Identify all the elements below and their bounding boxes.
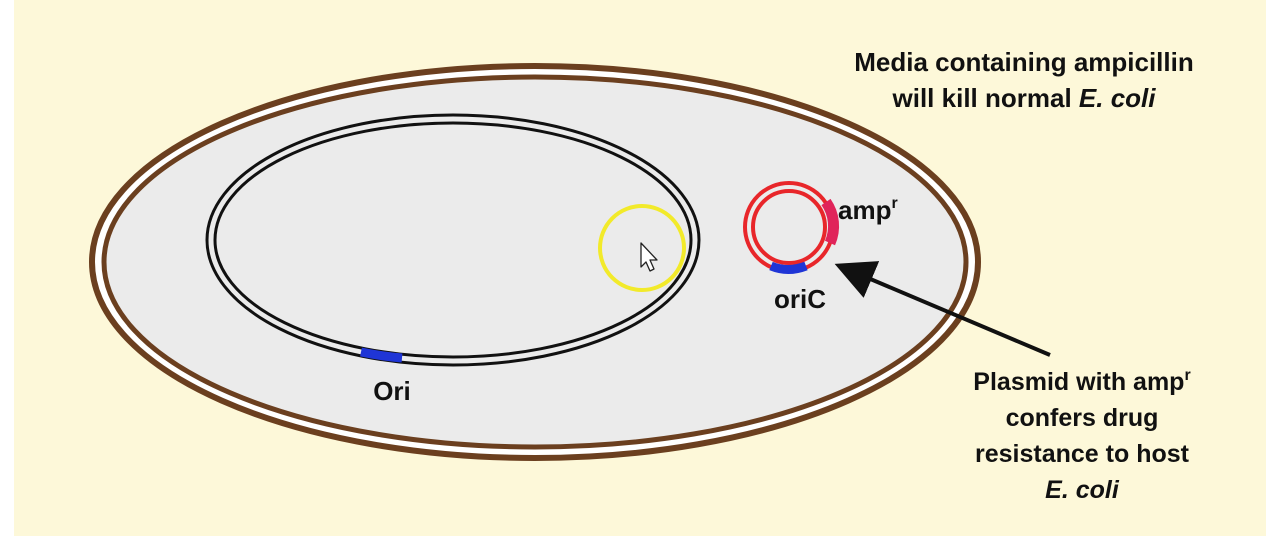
chromosome-origin-label: Ori [373,376,411,406]
plasmid-note-line1: Plasmid with ampr [973,367,1190,396]
chromosome-inner-strand [213,121,693,359]
mouse-pointer-icon [640,242,658,272]
cell-inner-membrane [101,74,969,450]
cursor-highlight [598,204,686,292]
plasmid-origin-label: oriC [774,284,826,314]
plasmid-note-line2: confers drug [1006,404,1159,432]
plasmid-ampr-gene [821,198,840,246]
plasmid-origin-marker [769,261,808,274]
chromosome-outer-strand [205,113,701,367]
plasmid-note-line3: resistance to host [975,440,1190,468]
plasmid-note-line4: E. coli [1045,476,1120,504]
plasmid-inner-ring [751,189,827,265]
arrow-icon [834,261,1051,357]
plasmid-gene-label: ampr [838,195,898,225]
media-note-line1: Media containing ampicillin [854,47,1194,77]
media-note-line2: will kill normal E. coli [892,83,1157,113]
chromosome-origin-marker [360,347,403,363]
